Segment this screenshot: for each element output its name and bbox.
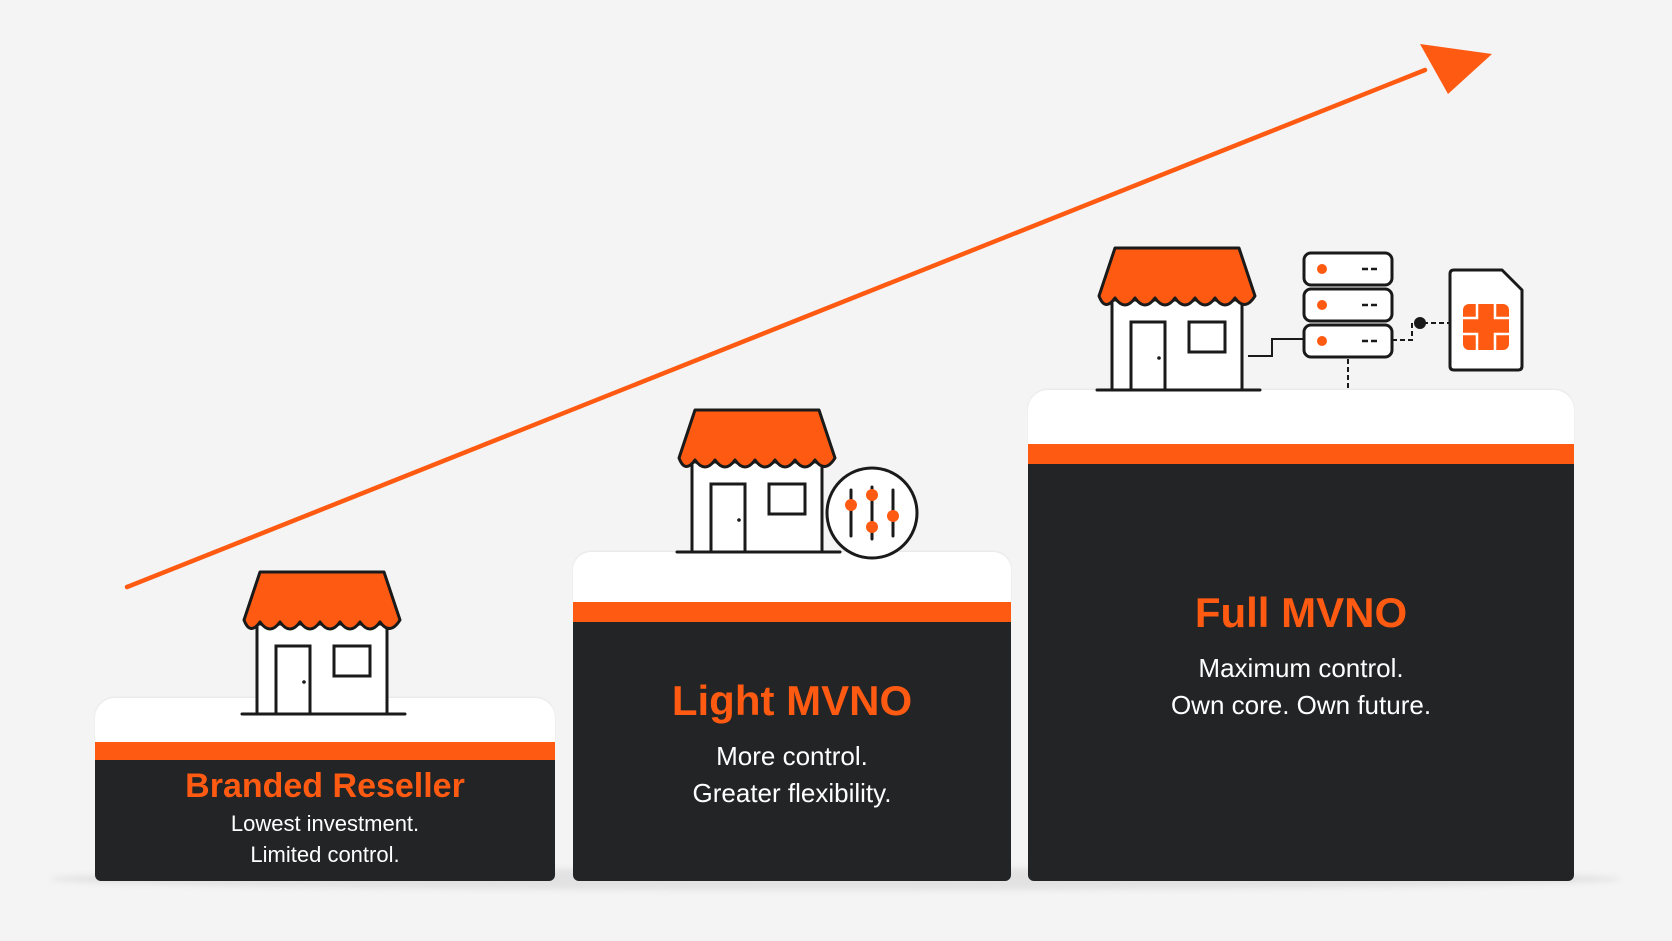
step-title: Full MVNO [1194,589,1408,636]
step-light-mvno: Light MVNO More control. Greater flexibi… [573,552,1011,881]
step-body: Branded Reseller Lowest investment. Limi… [95,760,555,881]
step-description-line: More control. [716,741,868,771]
step-title: Branded Reseller [185,767,465,805]
step-description-line: Greater flexibility. [692,778,892,808]
step-accent-stripe [95,742,555,760]
step-description-line: Maximum control. [1198,653,1404,683]
server-icon [1302,251,1394,390]
step-title: Light MVNO [671,677,913,724]
storefront-icon [240,570,407,716]
step-description: Maximum control. Own core. Own future. [1028,650,1574,724]
storefront-with-server-and-sim-icon [1095,246,1524,392]
step-accent-stripe [573,602,1011,622]
sim-card-icon [1448,268,1524,372]
step-top-surface [1028,390,1574,444]
step-description-line: Own core. Own future. [1170,690,1432,720]
storefront-with-sliders-icon [675,408,919,560]
step-accent-stripe [1028,444,1574,464]
step-top-surface [573,552,1011,602]
step-branded-reseller: Branded Reseller Lowest investment. Limi… [95,698,555,881]
step-body: Light MVNO More control. Greater flexibi… [573,622,1011,881]
step-description-line: Lowest investment. [230,811,420,836]
sliders-icon [825,466,919,560]
step-description: More control. Greater flexibility. [573,738,1011,812]
step-body: Full MVNO Maximum control. Own core. Own… [1028,464,1574,881]
step-full-mvno: Full MVNO Maximum control. Own core. Own… [1028,390,1574,881]
step-description: Lowest investment. Limited control. [95,808,555,870]
step-description-line: Limited control. [250,842,400,867]
